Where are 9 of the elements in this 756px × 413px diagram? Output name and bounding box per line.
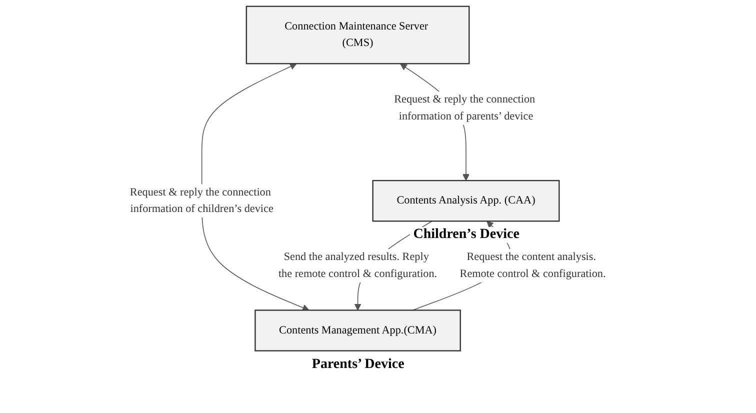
node-box: Connection Maintenance Server (CMS) bbox=[246, 6, 470, 64]
arrow bbox=[202, 63, 310, 312]
device-caption: Children’s Device bbox=[410, 227, 522, 244]
edge-label: Request & reply the connection information of parents’ device bbox=[394, 94, 536, 122]
node-box: Contents Management App.(CMA) bbox=[254, 310, 462, 352]
node-box: Contents Analysis App. (CAA) bbox=[372, 180, 560, 222]
edge-label: Request the content analysis. Remote control & configuration. bbox=[460, 251, 606, 280]
edge-label: Send the analyzed results. Reply the remote control & configuration. bbox=[278, 251, 438, 280]
edge-label: Request & reply the connection information of children’s device bbox=[130, 186, 274, 216]
